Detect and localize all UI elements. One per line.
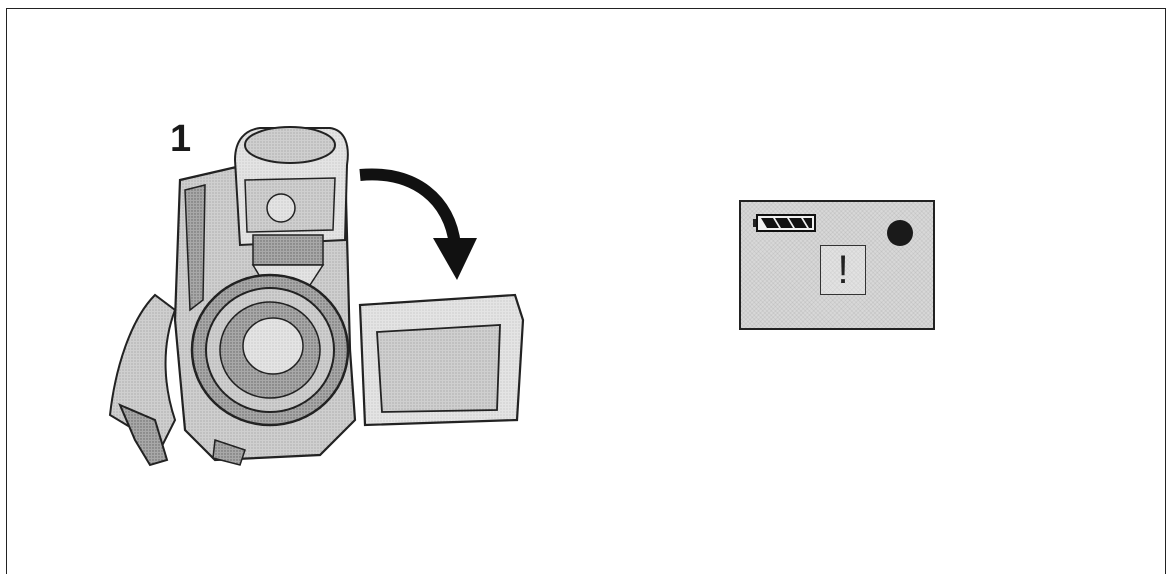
- curved-arrow-icon: [359, 168, 477, 280]
- battery-icon: [753, 214, 816, 232]
- warning-symbol: !: [820, 245, 866, 295]
- step-number: 1: [170, 118, 192, 160]
- lcd-display: !: [739, 200, 935, 330]
- illustration-frame: [6, 8, 1166, 574]
- record-dot-icon: [887, 220, 913, 246]
- camcorder-icon: [108, 126, 525, 467]
